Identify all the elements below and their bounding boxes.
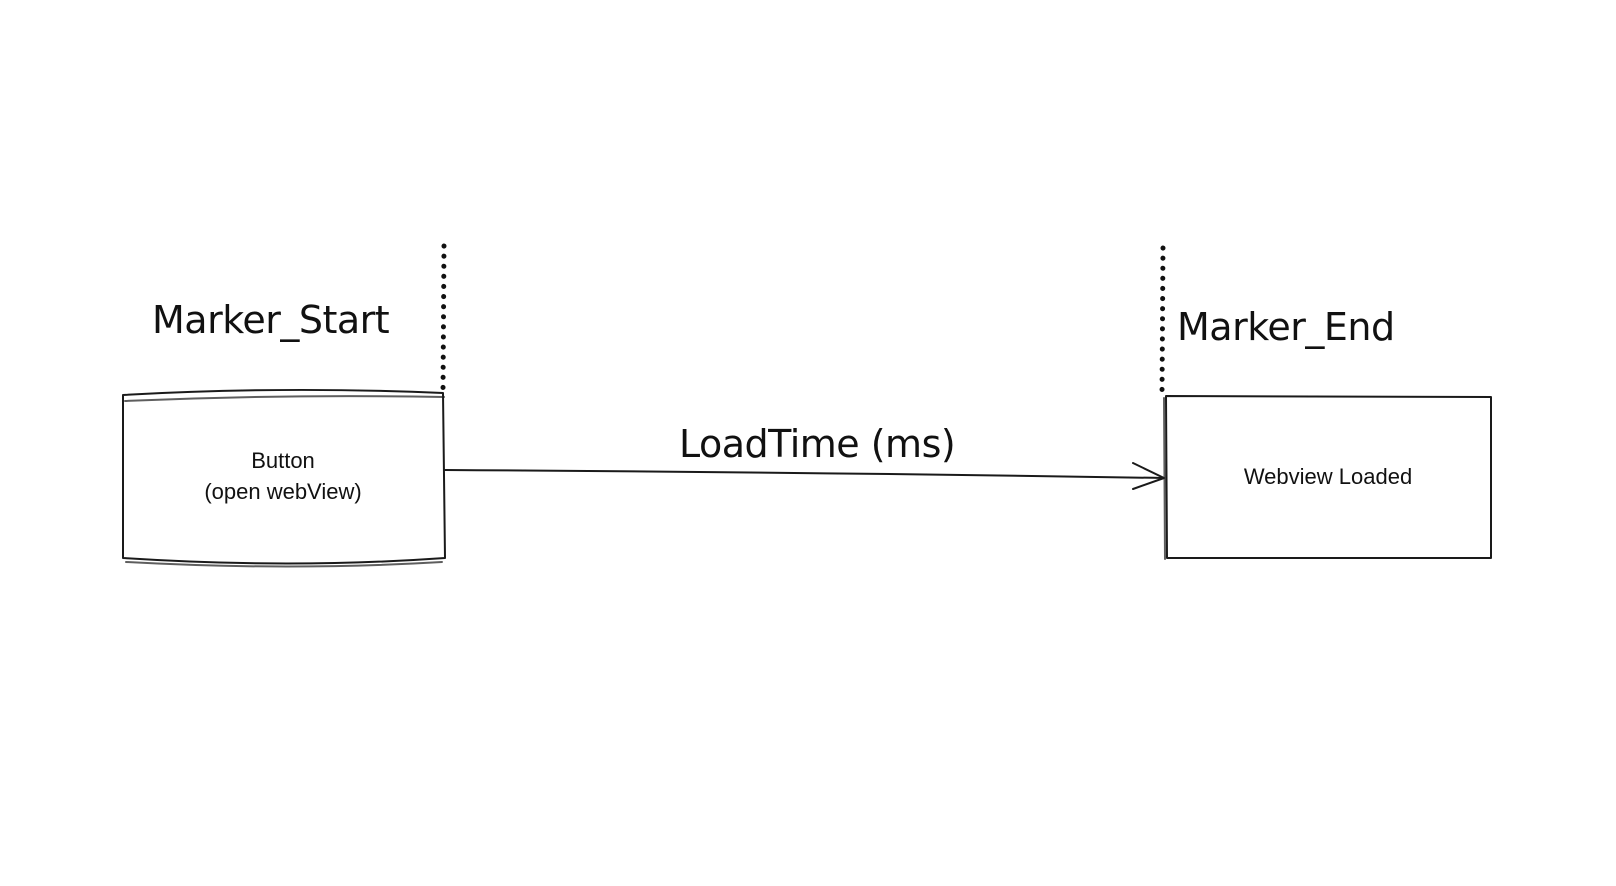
node-button-sketch-edge-bottom [125,561,443,568]
edge-line [444,469,1164,479]
node-webview-label: Webview Loaded [1244,464,1412,489]
marker-end-label: Marker_End [1177,305,1395,349]
arrowhead-icon [1132,462,1165,490]
edge-label: LoadTime (ms) [679,422,955,466]
node-button-label-line-2: (open webView) [204,479,361,504]
node-webview-shape [1165,395,1492,559]
node-button-sketch-edge [124,395,445,402]
edge-loadtime: LoadTime (ms) [444,422,1165,490]
marker-start-line [440,243,447,395]
node-webview: Webview Loaded [1163,395,1492,560]
node-button-shape [122,388,446,565]
marker-end-line [1159,245,1166,397]
marker-start-label: Marker_Start [152,298,389,342]
node-button: Button (open webView) [122,388,446,568]
node-button-label-line-1: Button [251,448,315,473]
